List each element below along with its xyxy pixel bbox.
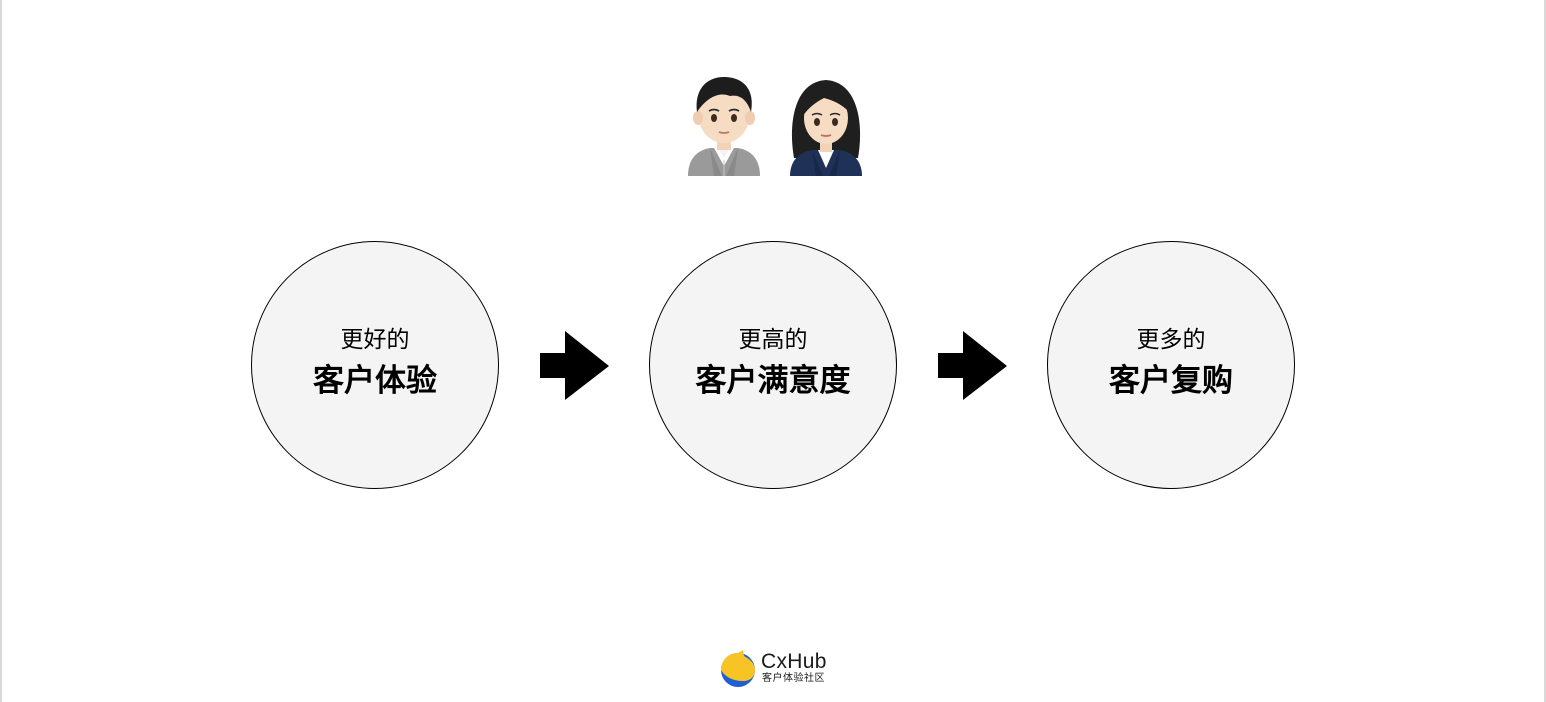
node-better-customer-experience: 更好的 客户体验 <box>251 241 499 489</box>
man-office-worker-icon <box>688 76 760 176</box>
customers-illustration <box>684 74 868 178</box>
right-arrow-icon <box>540 331 609 400</box>
node-3-qualifier: 更多的 <box>1136 327 1206 353</box>
logo-wordmark: CxHub <box>761 650 827 673</box>
page-border-right <box>1544 0 1546 702</box>
node-more-repurchase: 更多的 客户复购 <box>1047 241 1295 489</box>
node-1-qualifier: 更好的 <box>340 327 410 353</box>
node-higher-satisfaction: 更高的 客户满意度 <box>649 241 897 489</box>
node-3-label: 客户复购 <box>1109 363 1233 399</box>
logo-tagline: 客户体验社区 <box>762 673 825 684</box>
node-1-label: 客户体验 <box>313 363 437 399</box>
right-arrow-icon <box>938 331 1007 400</box>
page-border-left <box>0 0 2 702</box>
cxhub-logo-icon <box>721 650 755 687</box>
node-2-qualifier: 更高的 <box>738 327 808 353</box>
node-2-label: 客户满意度 <box>695 363 851 399</box>
cxhub-logo: CxHub 客户体验社区 <box>719 648 839 690</box>
woman-office-worker-icon <box>790 80 862 176</box>
